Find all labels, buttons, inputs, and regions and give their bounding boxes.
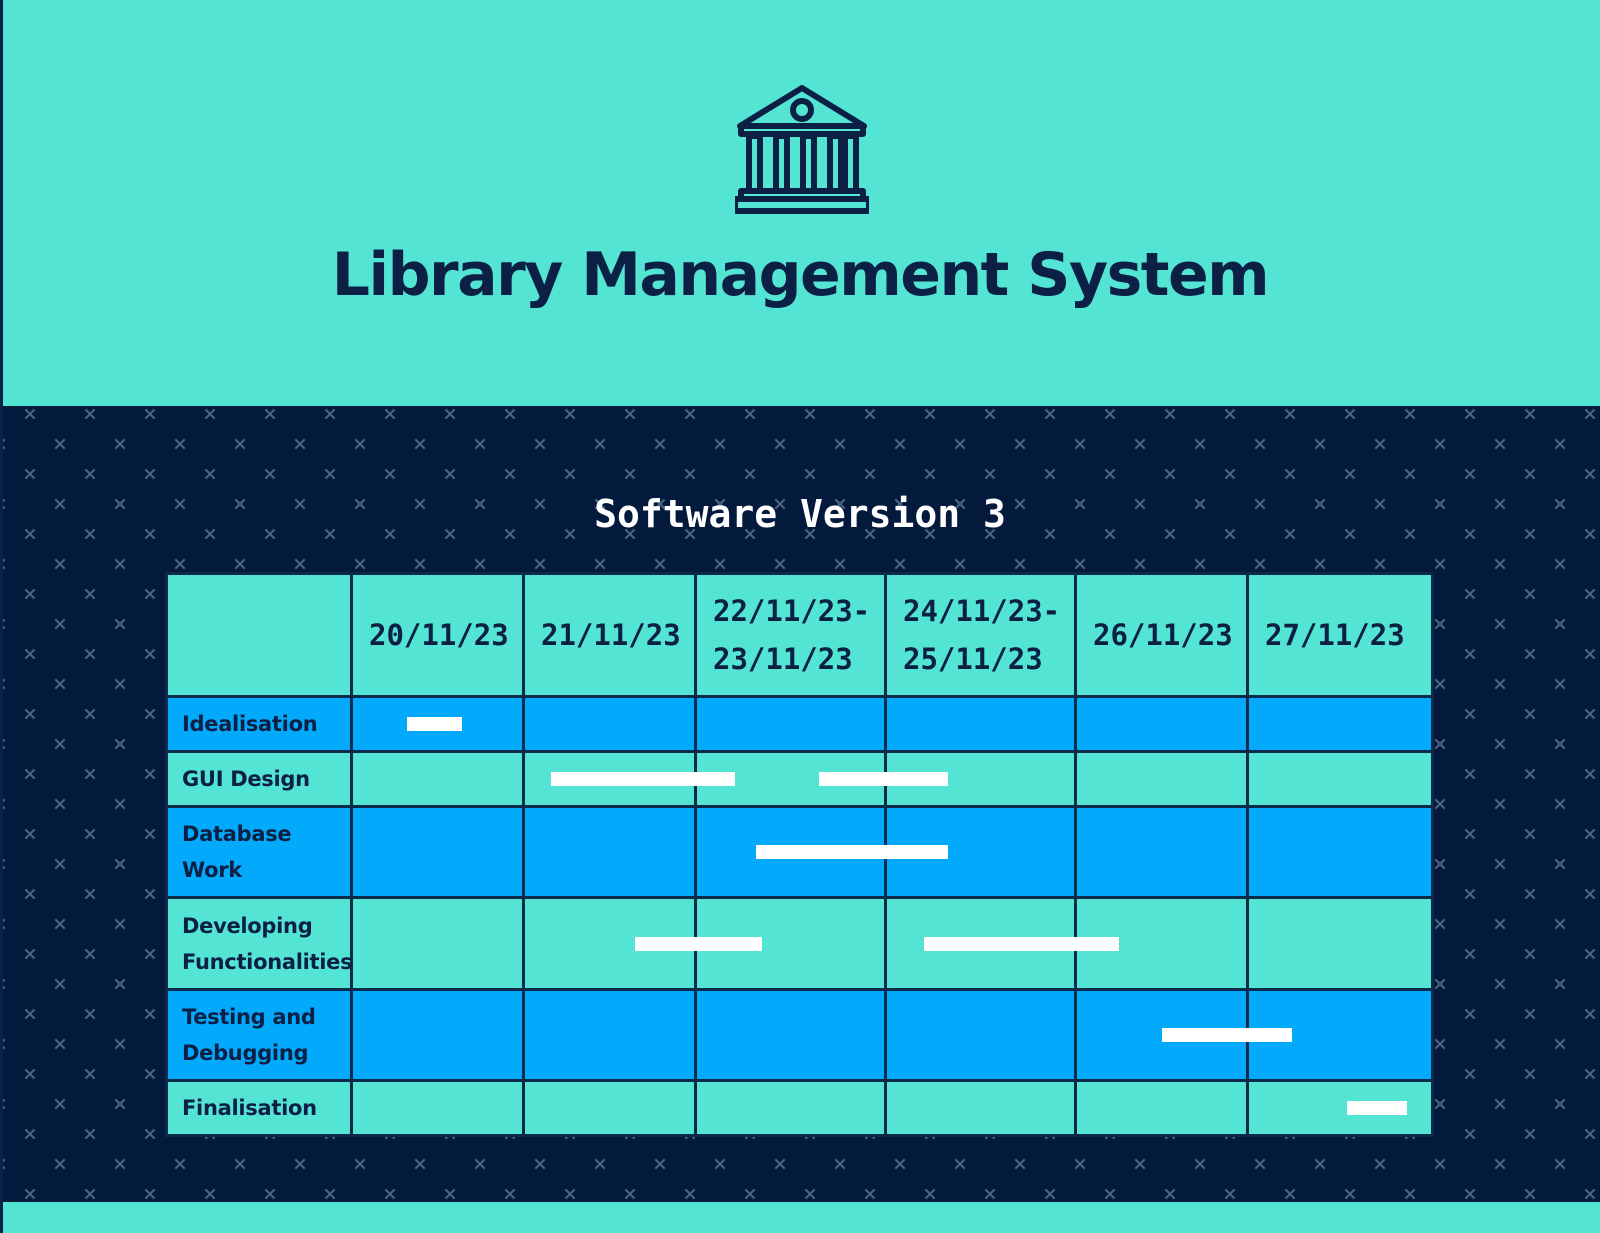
task-label: Finalisation (165, 1078, 353, 1138)
timeline-cell (522, 694, 697, 754)
timeline-cell (1246, 987, 1434, 1082)
timeline-cell (884, 805, 1077, 900)
timeline-cell (694, 750, 887, 809)
timeline-cell (1246, 805, 1434, 900)
timeline-cell (1074, 805, 1249, 900)
timeline-cell (522, 805, 697, 900)
timeline-cell (522, 896, 697, 991)
chart-subtitle: Software Version 3 (594, 492, 1006, 536)
timeline-cell (694, 1078, 887, 1138)
timeline-cell (884, 987, 1077, 1082)
bottom-strip (0, 1202, 1600, 1233)
task-row: Idealisation (165, 694, 1434, 754)
date-column-header: 21/11/23 (522, 572, 697, 698)
gantt-header-row: 20/11/23 21/11/23 22/11/23-23/11/23 24/1… (165, 572, 1434, 698)
timeline-cell (350, 896, 525, 991)
task-row: Database Work (165, 805, 1434, 900)
task-row: Testing and Debugging (165, 987, 1434, 1082)
timeline-cell (694, 694, 887, 754)
timeline-cell (884, 750, 1077, 809)
date-column-header: 27/11/23 (1246, 572, 1434, 698)
date-column-header: 22/11/23-23/11/23 (694, 572, 887, 698)
timeline-cell (694, 805, 887, 900)
timeline-cell (522, 1078, 697, 1138)
timeline-cell (884, 1078, 1077, 1138)
timeline-cell (1074, 1078, 1249, 1138)
task-label: Developing Functionalities (165, 896, 353, 991)
date-column-header: 26/11/23 (1074, 572, 1249, 698)
timeline-cell (1074, 896, 1249, 991)
timeline-cell (350, 1078, 525, 1138)
task-label: Database Work (165, 805, 353, 900)
timeline-cell (1074, 694, 1249, 754)
timeline-cell (694, 987, 887, 1082)
timeline-cell (522, 987, 697, 1082)
gantt-corner-cell (165, 572, 353, 698)
timeline-cell (1246, 694, 1434, 754)
timeline-cell (694, 896, 887, 991)
date-column-header: 20/11/23 (350, 572, 525, 698)
gantt-table: 20/11/23 21/11/23 22/11/23-23/11/23 24/1… (165, 572, 1434, 1138)
task-row: Developing Functionalities (165, 896, 1434, 991)
header-band: Library Management System (0, 0, 1600, 406)
date-column-header: 24/11/23-25/11/23 (884, 572, 1077, 698)
left-border (0, 0, 3, 1233)
timeline-cell (522, 750, 697, 809)
timeline-cell (350, 750, 525, 809)
timeline-cell (884, 896, 1077, 991)
library-building-icon (735, 85, 869, 214)
timeline-cell (884, 694, 1077, 754)
timeline-cell (350, 987, 525, 1082)
task-label: GUI Design (165, 750, 353, 809)
page-title: Library Management System (331, 240, 1270, 310)
timeline-cell (1074, 750, 1249, 809)
timeline-cell (350, 805, 525, 900)
timeline-cell (1074, 987, 1249, 1082)
timeline-cell (1246, 750, 1434, 809)
task-row: Finalisation (165, 1078, 1434, 1138)
timeline-cell (1246, 896, 1434, 991)
task-label: Testing and Debugging (165, 987, 353, 1082)
task-label: Idealisation (165, 694, 353, 754)
task-row: GUI Design (165, 750, 1434, 809)
gantt-chart: 20/11/23 21/11/23 22/11/23-23/11/23 24/1… (165, 572, 1434, 1138)
timeline-cell (350, 694, 525, 754)
timeline-cell (1246, 1078, 1434, 1138)
